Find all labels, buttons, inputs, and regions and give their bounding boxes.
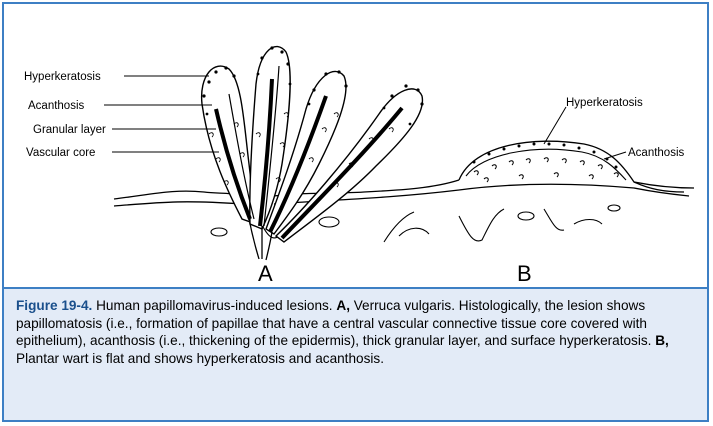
label-acanthosis-a: Acanthosis [28, 100, 85, 112]
figure-caption: Figure 19-4. Human papillomavirus-induce… [4, 287, 707, 420]
caption-intro: Human papillomavirus-induced lesions. [92, 298, 336, 313]
figure-frame: Hyperkeratosis Acanthosis Granular layer… [2, 2, 709, 422]
leader-lines-b [544, 107, 626, 159]
label-hyperkeratosis-a: Hyperkeratosis [24, 71, 101, 83]
caption-b-text: Plantar wart is flat and shows hyperkera… [16, 351, 384, 366]
caption-a-label: A, [336, 298, 350, 313]
figure-number: Figure 19-4. [16, 298, 92, 313]
panel-letter-a: A [258, 261, 273, 286]
skin-surface [114, 141, 694, 206]
caption-b-label: B, [655, 333, 669, 348]
wart-illustration: Hyperkeratosis Acanthosis Granular layer… [4, 4, 707, 286]
label-acanthosis-b: Acanthosis [628, 147, 685, 159]
label-vascular-core: Vascular core [26, 147, 95, 159]
label-granular-layer: Granular layer [33, 124, 106, 136]
panel-letter-b: B [517, 261, 532, 286]
label-hyperkeratosis-b: Hyperkeratosis [566, 97, 643, 109]
